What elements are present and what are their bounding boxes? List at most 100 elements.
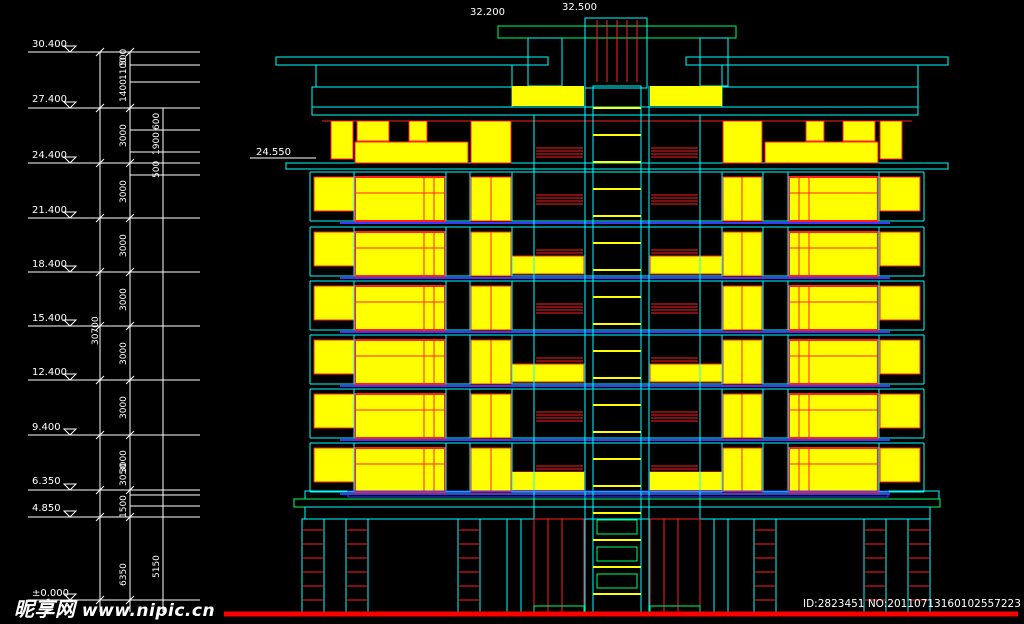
parapet [511, 363, 585, 383]
storey-dim: 1400 [119, 79, 129, 102]
dim-tick [95, 158, 105, 168]
dim-tick [95, 267, 105, 277]
elevation-label: 30.400 [32, 39, 67, 50]
dim-tick [125, 430, 135, 440]
window-top [805, 120, 825, 142]
parapet [512, 472, 584, 490]
balcony-window [313, 339, 355, 375]
stair-window [596, 519, 638, 535]
storey-dim: 3000 [119, 450, 129, 473]
elevation-triangle [62, 428, 78, 436]
elevation-triangle [62, 483, 78, 491]
plinth [533, 605, 585, 613]
dim-tick [95, 485, 105, 495]
storey-dim: 3000 [119, 396, 129, 419]
detail-dim: 1900 [152, 132, 162, 155]
storey-dim: 3000 [119, 288, 129, 311]
elevation-label: 21.400 [32, 205, 67, 216]
storey-dim: 3050 [119, 463, 129, 486]
detail-dim: 500 [152, 161, 162, 178]
balcony-window [313, 176, 355, 212]
elevation-label: ±0.000 [32, 588, 69, 599]
storey-dim: 3000 [119, 124, 129, 147]
balcony-window [879, 393, 921, 429]
window-top [842, 120, 876, 142]
dim-tick [125, 47, 135, 57]
balcony-window [313, 393, 355, 429]
window-top [470, 120, 512, 164]
dim-tick [125, 321, 135, 331]
watermark-logo: 昵享网 www.nipic.cn [14, 593, 215, 622]
detail-dim: 1100 [119, 57, 129, 80]
storey-dim: 3000 [119, 180, 129, 203]
window-large [354, 231, 446, 277]
elevation-label: 9.400 [32, 422, 61, 433]
elevation-label: 27.400 [32, 94, 67, 105]
window-top [722, 120, 763, 164]
column [713, 518, 729, 613]
dim-tick [95, 47, 105, 57]
elevation-label: 15.400 [32, 313, 67, 324]
balcony-window [879, 447, 921, 483]
elevation-label: 6.350 [32, 476, 61, 487]
storey-dim: 3000 [119, 234, 129, 257]
dimension-chain: 30700 [28, 45, 200, 612]
balcony-window [313, 285, 355, 321]
window-large [788, 231, 879, 277]
window-large [354, 447, 446, 493]
elevation-triangle [62, 319, 78, 327]
elevation-label: 12.400 [32, 367, 67, 378]
window-band [764, 141, 879, 164]
ground-floor-columns [301, 490, 931, 613]
column [345, 518, 369, 613]
dim-tick [95, 375, 105, 385]
window-large [788, 176, 879, 222]
storey-dim: 1500 [119, 495, 129, 518]
elevation-triangle [62, 156, 78, 164]
balcony-window [879, 176, 921, 212]
detail-dim: 5150 [152, 555, 162, 578]
window-large [354, 339, 446, 385]
parapet [649, 363, 723, 383]
dim-tick [125, 595, 135, 605]
dim-tick [125, 485, 135, 495]
detail-dim: 600 [152, 113, 162, 130]
parapet [649, 255, 723, 275]
balcony-window [879, 231, 921, 267]
column [753, 518, 777, 613]
window-large [788, 339, 879, 385]
elevation-label: 24.400 [32, 150, 67, 161]
balcony-window [313, 447, 355, 483]
roof-level-label: 32.500 [562, 2, 597, 13]
plinth [649, 605, 701, 613]
parapet [511, 255, 585, 275]
elevation-triangle [62, 373, 78, 381]
watermark-site-cn: 昵享网 [14, 597, 76, 621]
column [506, 518, 522, 613]
dim-tick [125, 158, 135, 168]
watermark-site-url: www.nipic.cn [81, 601, 216, 621]
dim-tick [125, 512, 135, 522]
elevation-triangle [62, 211, 78, 219]
storey-dim: 3000 [119, 342, 129, 365]
dim-tick [125, 375, 135, 385]
podium-beam [347, 490, 889, 498]
storey-dim: 6350 [119, 563, 129, 586]
dim-tick [95, 213, 105, 223]
elevation-triangle [62, 101, 78, 109]
dim-tick [95, 595, 105, 605]
dim-tick [125, 267, 135, 277]
parapet [650, 472, 722, 490]
window-large [788, 447, 879, 493]
elevation-label: 4.850 [32, 503, 61, 514]
elevation-triangle [62, 45, 78, 53]
dim-tick [95, 430, 105, 440]
building-elevation [224, 17, 1018, 617]
stair-window [596, 546, 638, 562]
roof-level-label: 32.200 [470, 7, 505, 18]
image-id-caption: ID:2823451 NO:20110713160102557223 [803, 598, 1021, 610]
side-level-label: 24.550 [256, 147, 291, 158]
dim-tick [95, 103, 105, 113]
